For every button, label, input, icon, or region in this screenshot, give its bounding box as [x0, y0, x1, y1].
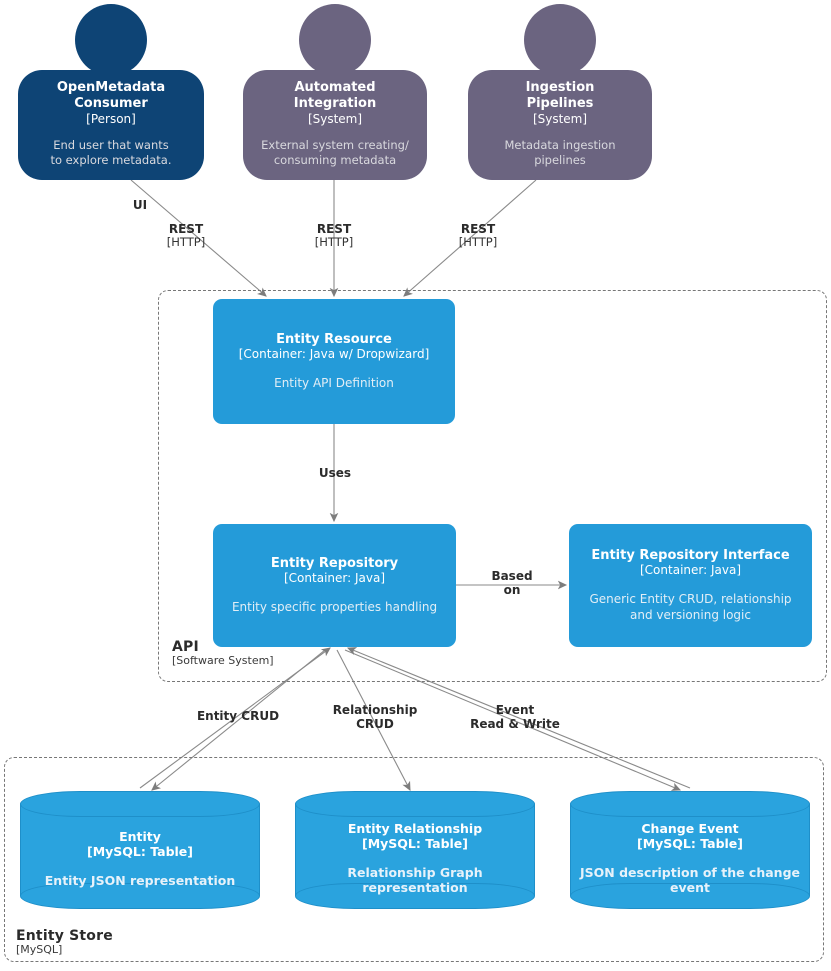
actor-title-line1: OpenMetadata — [56, 80, 166, 96]
boundary-api — [158, 290, 827, 682]
person-head-icon — [75, 4, 147, 76]
edge-label-rest-integration: REST [HTTP] — [314, 222, 354, 250]
actor-type: [System] — [307, 111, 363, 126]
container-title: Entity Resource — [276, 331, 392, 347]
actor-title-line1: Ingestion — [525, 80, 595, 96]
boundary-entity-store-name: Entity Store — [16, 928, 113, 944]
database-title: Entity — [119, 829, 161, 844]
database-desc-line2: representation — [362, 880, 468, 896]
database-desc-line1: Entity JSON representation — [44, 872, 236, 888]
actor-desc-line2: pipelines — [534, 152, 586, 167]
actor-desc-line1: Metadata ingestion — [504, 137, 616, 152]
edge-label-uses: Uses — [318, 466, 352, 480]
database-change-event-table[interactable]: Change Event [MySQL: Table] JSON descrip… — [570, 791, 810, 909]
database-title: Entity Relationship — [347, 821, 483, 836]
database-desc-line1: Relationship Graph — [347, 864, 483, 880]
container-type: [Container: Java] — [284, 571, 385, 586]
actor-desc-line1: External system creating/ — [261, 137, 409, 152]
database-entity-table[interactable]: Entity [MySQL: Table] Entity JSON repres… — [20, 791, 260, 909]
actor-automated-integration[interactable]: Automated Integration [System] External … — [243, 4, 427, 180]
container-entity-repository-interface[interactable]: Entity Repository Interface [Container: … — [569, 524, 812, 647]
actor-title-line2: Pipelines — [526, 96, 594, 112]
person-head-icon — [524, 4, 596, 76]
edge-label-rest-consumer: REST [HTTP] — [166, 222, 206, 250]
database-type: [MySQL: Table] — [86, 844, 194, 860]
actor-type: [System] — [532, 111, 588, 126]
container-entity-resource[interactable]: Entity Resource [Container: Java w/ Drop… — [213, 299, 455, 424]
container-desc-line1: Generic Entity CRUD, relationship — [589, 592, 792, 606]
actor-title-line1: Automated — [294, 80, 376, 96]
cylinder-top — [570, 791, 810, 817]
cylinder-body — [570, 804, 810, 896]
database-type: [MySQL: Table] — [361, 836, 469, 852]
database-text: Change Event [MySQL: Table] JSON descrip… — [570, 821, 810, 896]
actor-openmetadata-consumer[interactable]: OpenMetadata Consumer [Person] End user … — [18, 4, 204, 180]
actor-title-line2: Integration — [293, 96, 377, 112]
container-entity-repository[interactable]: Entity Repository [Container: Java] Enti… — [213, 524, 456, 647]
container-desc-line2: and versioning logic — [630, 607, 751, 622]
container-type: [Container: Java w/ Dropwizard] — [238, 347, 430, 362]
container-desc: Entity specific properties handling — [231, 599, 438, 614]
container-type: [Container: Java] — [640, 563, 741, 578]
actor-desc-line1: End user that wants — [53, 137, 169, 152]
boundary-entity-store-label: Entity Store [MySQL] — [16, 928, 113, 957]
actor-body: Ingestion Pipelines [System] Metadata in… — [468, 70, 652, 180]
database-entity-relationship-table[interactable]: Entity Relationship [MySQL: Table] Relat… — [295, 791, 535, 909]
actor-desc-line2: to explore metadata. — [50, 152, 172, 167]
cylinder-bottom — [295, 883, 535, 909]
boundary-api-type: [Software System] — [172, 654, 274, 668]
edge-label-ui: UI — [132, 198, 148, 212]
database-desc-line1: JSON description of the change — [579, 864, 800, 880]
edge-label-based-on: Based on — [491, 569, 533, 598]
actor-type: [Person] — [86, 111, 136, 126]
cylinder-bottom — [570, 883, 810, 909]
cylinder-body — [20, 804, 260, 896]
actor-title-line2: Consumer — [74, 96, 148, 112]
database-title: Change Event — [641, 821, 739, 836]
actor-body: Automated Integration [System] External … — [243, 70, 427, 180]
boundary-entity-store-type: [MySQL] — [16, 943, 63, 957]
actor-body: OpenMetadata Consumer [Person] End user … — [18, 70, 204, 180]
edge-label-relationship-crud: Relationship CRUD — [332, 703, 418, 732]
cylinder-body — [295, 804, 535, 896]
database-desc-line2: event — [670, 880, 710, 896]
boundary-entity-store — [4, 757, 824, 962]
actor-desc-line2: consuming metadata — [273, 152, 397, 167]
container-title: Entity Repository Interface — [591, 547, 790, 563]
cylinder-bottom — [20, 883, 260, 909]
database-type: [MySQL: Table] — [636, 836, 744, 852]
edge-label-rest-ingestion: REST [HTTP] — [458, 222, 498, 250]
boundary-api-label: API [Software System] — [172, 639, 274, 668]
cylinder-top — [295, 791, 535, 817]
container-title: Entity Repository — [270, 555, 399, 571]
database-text: Entity Relationship [MySQL: Table] Relat… — [295, 821, 535, 896]
edge-label-entity-crud: Entity CRUD — [196, 709, 280, 723]
actor-ingestion-pipelines[interactable]: Ingestion Pipelines [System] Metadata in… — [468, 4, 652, 180]
edge-label-event-read-write: Event Read & Write — [470, 703, 560, 732]
database-text: Entity [MySQL: Table] Entity JSON repres… — [20, 829, 260, 888]
container-desc: Entity API Definition — [274, 375, 394, 390]
cylinder-top — [20, 791, 260, 817]
boundary-api-name: API — [172, 639, 199, 655]
person-head-icon — [299, 4, 371, 76]
